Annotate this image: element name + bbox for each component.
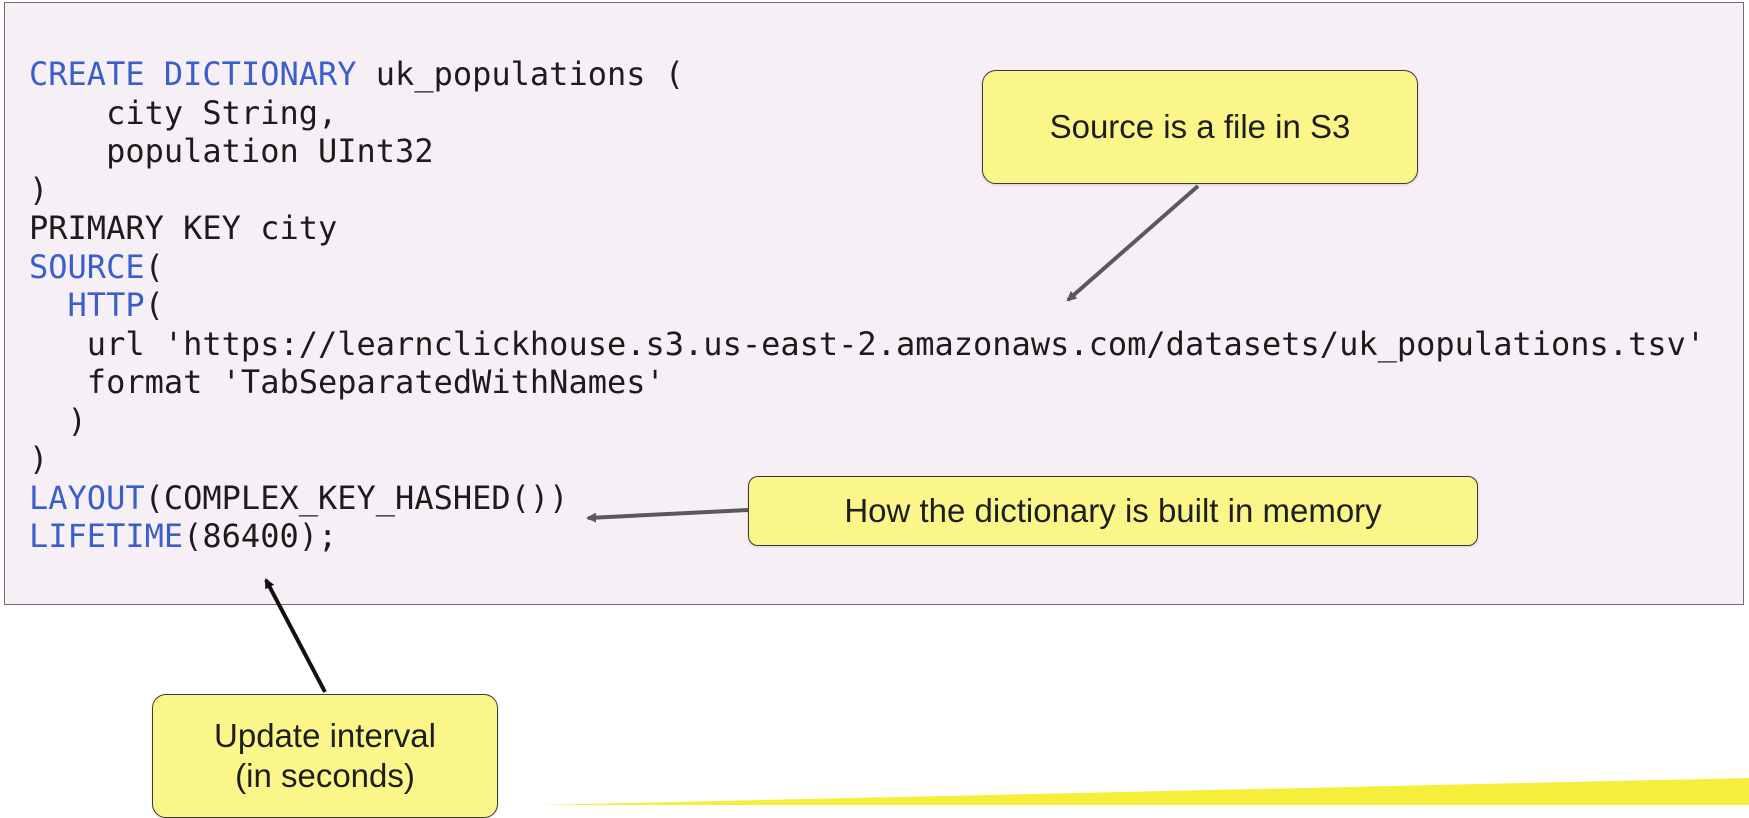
sql-code-block: CREATE DICTIONARY uk_populations ( city …	[29, 55, 1705, 556]
code-line: CREATE DICTIONARY uk_populations (	[29, 55, 1705, 94]
code-text: )	[29, 170, 49, 209]
callout-layout-text: How the dictionary is built in memory	[844, 492, 1382, 529]
code-line: )	[29, 440, 1705, 479]
code-text: (86400);	[183, 517, 338, 555]
code-text: format 'TabSeparatedWithNames'	[29, 363, 665, 401]
callout-update-line1: Update interval	[214, 717, 436, 754]
code-keyword: LIFETIME	[29, 517, 184, 555]
code-text: (COMPLEX_KEY_HASHED())	[144, 478, 569, 517]
code-line: format 'TabSeparatedWithNames'	[29, 363, 1705, 402]
code-line: PRIMARY KEY city	[29, 209, 1705, 248]
callout-source-text: Source is a file in S3	[1049, 108, 1351, 145]
code-line: population UInt32	[29, 132, 1705, 171]
code-text: url 'https://learnclickhouse.s3.us-east-…	[29, 324, 1706, 363]
code-line: )	[29, 402, 1705, 441]
callout-update-interval: Update interval (in seconds)	[152, 694, 498, 818]
code-text: (	[144, 286, 164, 324]
code-text: uk_populations (	[356, 55, 685, 93]
code-line: LIFETIME(86400);	[29, 517, 1705, 556]
callout-source: Source is a file in S3	[982, 70, 1418, 184]
code-text: PRIMARY KEY city	[29, 209, 338, 247]
code-text: )	[29, 440, 49, 478]
callout-update-line2: (in seconds)	[235, 757, 415, 794]
code-text: (	[144, 247, 164, 286]
code-text: population UInt32	[29, 132, 434, 170]
code-line: url 'https://learnclickhouse.s3.us-east-…	[29, 325, 1705, 364]
code-line: )	[29, 171, 1705, 210]
code-text: )	[29, 401, 87, 440]
code-keyword: LAYOUT	[29, 478, 145, 517]
code-keyword: SOURCE	[29, 247, 145, 286]
code-line: LAYOUT(COMPLEX_KEY_HASHED())	[29, 479, 1705, 518]
code-line: SOURCE(	[29, 248, 1705, 287]
code-keyword: HTTP	[29, 286, 145, 324]
code-line: HTTP(	[29, 286, 1705, 325]
code-line: city String,	[29, 94, 1705, 133]
code-text: city String,	[29, 93, 338, 132]
code-keyword: CREATE DICTIONARY	[29, 55, 357, 93]
callout-layout: How the dictionary is built in memory	[748, 476, 1478, 546]
